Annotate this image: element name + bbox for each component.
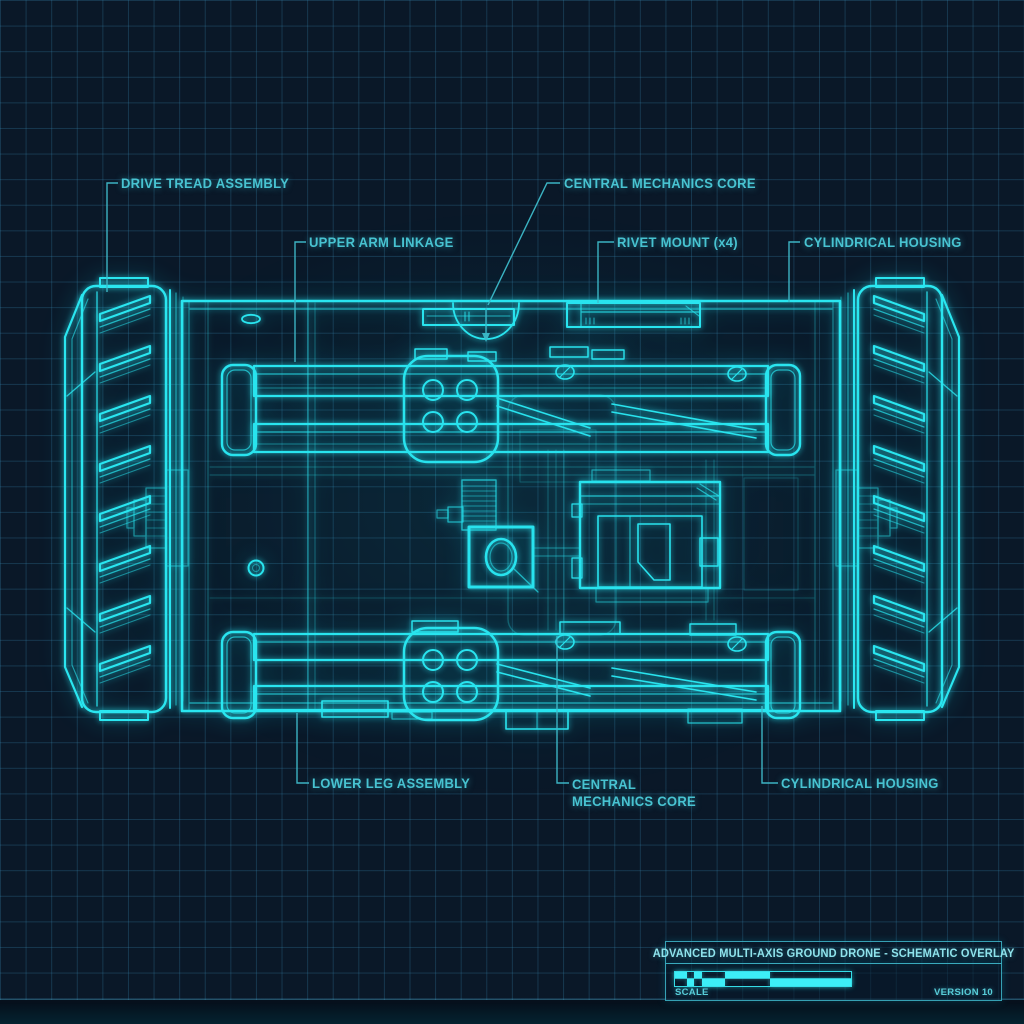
version-label: VERSION 10 — [934, 987, 993, 998]
scale-bar-row-bottom — [675, 979, 851, 986]
scale-bar-segment — [702, 972, 725, 978]
leader-cyl-housing-bottom — [761, 706, 778, 784]
label-line-2: MECHANICS CORE — [572, 793, 696, 809]
scale-bar-segment — [694, 972, 703, 978]
label-rivet-mount: RIVET MOUNT (x4) — [617, 234, 738, 250]
leader-cyl-housing-top — [788, 241, 800, 302]
label-central-mechanics-core-top: CENTRAL MECHANICS CORE — [564, 175, 756, 191]
chassis — [180, 299, 842, 730]
title-block-header: ADVANCED MULTI-AXIS GROUND DRONE - SCHEM… — [653, 941, 1014, 964]
title-block-footer: SCALE VERSION 10 — [665, 963, 1002, 1001]
leader-lower-leg — [296, 713, 309, 784]
label-cylindrical-housing-top: CYLINDRICAL HOUSING — [804, 234, 962, 250]
rivet-mounts — [241, 302, 701, 577]
drawing-title: ADVANCED MULTI-AXIS GROUND DRONE - SCHEM… — [652, 945, 1015, 960]
scale-bar-row-top — [675, 972, 851, 979]
right-tread — [841, 278, 959, 720]
label-line-1: CENTRAL — [572, 776, 637, 792]
scale-bar-segment — [769, 979, 851, 986]
scale-bar-segment — [725, 972, 770, 978]
central-mechanics-core — [436, 394, 799, 636]
scale-bar-segment — [702, 979, 726, 986]
scale-bar-segment — [686, 979, 694, 986]
leader-drive-tread — [106, 182, 118, 292]
leader-upper-arm — [294, 241, 306, 362]
label-drive-tread-assembly: DRIVE TREAD ASSEMBLY — [121, 175, 290, 191]
scale-bar-segment — [770, 972, 851, 978]
leader-lines — [106, 182, 800, 784]
scale-bar — [674, 971, 852, 987]
label-cylindrical-housing-bottom: CYLINDRICAL HOUSING — [781, 775, 939, 791]
scale-bar-segment — [687, 972, 694, 978]
label-central-mechanics-core-bottom: CENTRAL MECHANICS CORE — [572, 776, 696, 810]
left-tread — [65, 278, 183, 720]
label-lower-leg-assembly: LOWER LEG ASSEMBLY — [312, 775, 471, 791]
leader-central-core-bottom — [556, 636, 569, 784]
scale-label: SCALE — [675, 987, 709, 998]
arrow-head-icon — [482, 333, 490, 342]
scale-bar-segment — [675, 979, 687, 986]
upper-arm-linkage — [220, 346, 802, 464]
label-upper-arm-linkage: UPPER ARM LINKAGE — [309, 234, 454, 250]
scale-bar-segment — [675, 972, 687, 978]
leader-rivet-mount — [597, 241, 614, 303]
leader-central-core-top — [487, 182, 560, 306]
lower-leg-assembly — [220, 620, 802, 722]
scale-bar-segment — [725, 979, 769, 986]
scale-bar-segment — [694, 979, 702, 986]
